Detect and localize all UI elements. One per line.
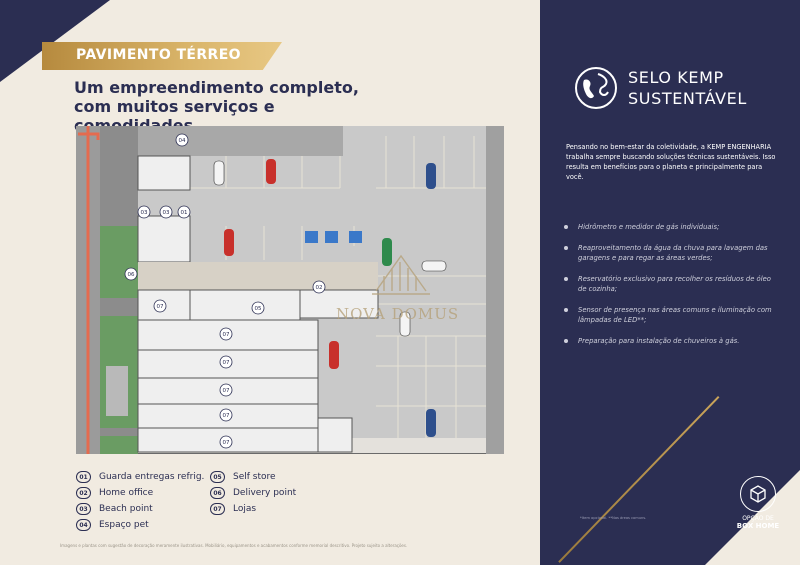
legend-label: Guarda entregas refrig.	[99, 472, 205, 482]
globe-icon	[575, 67, 617, 109]
legend-num: 03	[76, 503, 91, 515]
marker-04: 04	[179, 138, 186, 144]
marker-03b: 03	[163, 210, 170, 216]
legend-label: Lojas	[233, 504, 257, 514]
legend-col-2: 05 Self store 06 Delivery point 07 Lojas	[210, 469, 296, 517]
legend-label: Beach point	[99, 504, 153, 514]
legend-item: 03 Beach point	[76, 501, 204, 517]
list-item-text: Preparação para instalação de chuveiros …	[578, 337, 740, 345]
selo-description: Pensando no bem-estar da coletividade, a…	[566, 143, 776, 181]
legend-item: 02 Home office	[76, 485, 204, 501]
sustainability-panel: SELO KEMP SUSTENTÁVEL Pensando no bem-es…	[540, 0, 800, 565]
box-home-badge: OPÇÃO DE BOX HOME	[728, 476, 788, 530]
list-item-text: Reaproveitamento da água da chuva para l…	[578, 244, 768, 262]
legend-item: 01 Guarda entregas refrig.	[76, 469, 204, 485]
list-item-text: Hidrômetro e medidor de gás individuais;	[578, 223, 720, 231]
box-label-1: OPÇÃO DE	[742, 515, 774, 522]
floor-plan: 04 03 03 01 06 07 05 02 07 07 07 07 07	[76, 126, 504, 454]
legend-item: 07 Lojas	[210, 501, 296, 517]
selo-title: SELO KEMP SUSTENTÁVEL	[628, 67, 747, 109]
box-icon	[740, 476, 776, 512]
gold-diagonal-line	[558, 396, 720, 563]
list-item: Reaproveitamento da água da chuva para l…	[564, 243, 774, 263]
selo-title-line2: SUSTENTÁVEL	[628, 89, 747, 108]
marker-06: 06	[128, 272, 135, 278]
marker-07-4: 07	[223, 413, 230, 419]
disclaimer-note: Imagens e plantas com sugestão de decora…	[60, 543, 408, 548]
selo-title-line1: SELO KEMP	[628, 68, 724, 87]
list-item: Reservatório exclusivo para recolher os …	[564, 274, 774, 294]
legend-label: Self store	[233, 472, 276, 482]
legend-item: 06 Delivery point	[210, 485, 296, 501]
legend-num: 04	[76, 519, 91, 531]
watermark-logo	[372, 254, 430, 295]
marker-02: 02	[316, 285, 323, 291]
marker-07-1: 07	[223, 332, 230, 338]
watermark-text: NOVA DOMUS	[336, 305, 460, 323]
legend-label: Delivery point	[233, 488, 297, 498]
footnote: *Item opcional. **Nas áreas comuns.	[580, 516, 647, 520]
list-item-text: Reservatório exclusivo para recolher os …	[578, 275, 771, 293]
legend-item: 05 Self store	[210, 469, 296, 485]
marker-07-2: 07	[223, 360, 230, 366]
sustainability-list: Hidrômetro e medidor de gás individuais;…	[564, 222, 774, 357]
legend-num: 05	[210, 471, 225, 483]
legend-num: 01	[76, 471, 91, 483]
list-item: Hidrômetro e medidor de gás individuais;	[564, 222, 774, 232]
list-item: Sensor de presença nas áreas comuns e il…	[564, 305, 774, 325]
marker-05: 05	[255, 306, 262, 312]
marker-03: 03	[141, 210, 148, 216]
list-item-text: Sensor de presença nas áreas comuns e il…	[578, 306, 772, 324]
marker-07-5: 07	[223, 440, 230, 446]
floor-plan-panel: PAVIMENTO TÉRREO Um empreendimento compl…	[0, 0, 504, 548]
marker-07-3: 07	[223, 388, 230, 394]
legend-num: 07	[210, 503, 225, 515]
section-tag-label: PAVIMENTO TÉRREO	[76, 47, 241, 63]
box-label-2: BOX HOME	[736, 522, 780, 530]
legend-label: Home office	[99, 488, 154, 498]
legend-num: 02	[76, 487, 91, 499]
legend-label: Espaço pet	[99, 520, 149, 530]
legend-num: 06	[210, 487, 225, 499]
section-tag: PAVIMENTO TÉRREO	[42, 42, 282, 70]
list-item: Preparação para instalação de chuveiros …	[564, 336, 774, 346]
marker-07: 07	[157, 304, 164, 310]
legend-item: 04 Espaço pet	[76, 517, 204, 533]
marker-01: 01	[181, 210, 188, 216]
